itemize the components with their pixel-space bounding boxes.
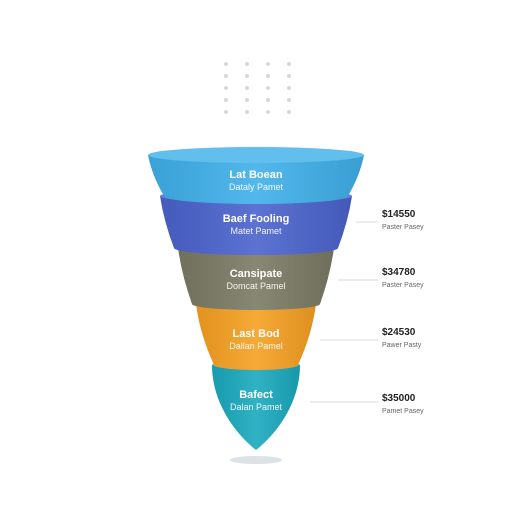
decorative-dot [224,86,228,90]
stage-3-label: Cansipate Domcat Pamel [156,268,356,292]
decorative-dot [287,62,291,66]
stage-4-value-desc: Pawer Pasty [382,342,422,349]
decorative-dot [245,110,249,114]
decorative-dot [224,98,228,102]
decorative-dot [266,110,270,114]
stage-5-title: Bafect [239,389,273,401]
funnel-segments [148,147,364,450]
stage-5-subtitle: Dalan Pamet [229,402,283,412]
stage-4-title: Last Bod [232,328,280,340]
stage-2-subtitle: Matet Pamet [230,226,282,236]
funnel-segment-5-shading [212,365,300,450]
decorative-dot [224,62,228,66]
decorative-dot [266,74,270,78]
value-connector-lines [310,221,378,403]
stage-3-value: $34780 [382,267,416,278]
funnel-segment-1-rim [148,147,364,163]
stage-3-value-desc: Paster Pasey [382,282,424,289]
stage-5-label: Bafect Dalan Pamet [156,389,356,413]
decorative-dot [245,62,249,66]
decorative-dot [245,86,249,90]
funnel-segment-4-shading [196,304,316,370]
stage-4-value: $24530 [382,327,416,338]
stage-3-title: Cansipate [229,268,283,280]
decorative-dot [266,86,270,90]
stage-3-value-annotation: $34780 Paster Pasey [382,267,452,290]
funnel-segment-2-shading [160,196,352,255]
stage-4-value-annotation: $24530 Pawer Pasty [382,327,452,350]
stage-1-subtitle: Dataly Pamet [228,182,284,192]
decorative-dot [287,86,291,90]
stage-2-value-desc: Paster Pasey [382,224,424,231]
decorative-dot [287,74,291,78]
stage-4-label: Last Bod Dallan Pamel [156,328,356,352]
funnel-segment-1-rim-highlight [148,147,364,163]
stage-1-label: Lat Boean Dataly Pamet [156,169,356,193]
funnel-segment-3-shading [178,248,334,310]
decorative-dot [266,98,270,102]
stage-4-subtitle: Dallan Pamel [229,341,283,351]
decorative-dot [245,98,249,102]
stage-3-subtitle: Domcat Pamel [226,281,286,291]
decorative-dot [245,74,249,78]
stage-5-value: $35000 [382,393,416,404]
stage-5-value-desc: Pamet Pasey [382,408,424,415]
stage-5-value-annotation: $35000 Pamet Pasey [382,393,452,416]
stage-2-value: $14550 [382,209,416,220]
stage-1-title: Lat Boean [229,169,283,181]
decorative-dot [224,110,228,114]
funnel-shadow [230,456,282,464]
decorative-dot [287,110,291,114]
decorative-dot [266,62,270,66]
stage-2-value-annotation: $14550 Paster Pasey [382,209,452,232]
funnel-segment-1-shading [148,155,364,204]
stage-2-title: Baef Fooling [222,213,290,225]
decorative-dot [287,98,291,102]
decorative-dot [224,74,228,78]
stage-2-label: Baef Fooling Matet Pamet [156,213,356,237]
